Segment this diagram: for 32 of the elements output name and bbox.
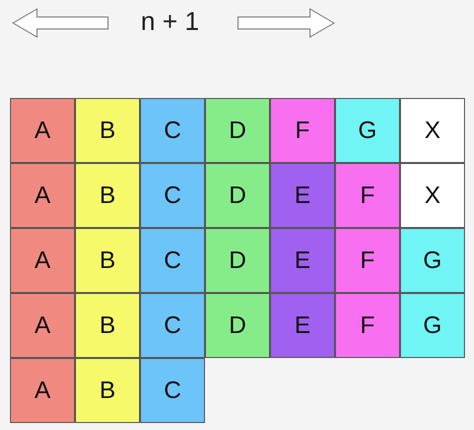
grid-cell: B [75, 293, 140, 358]
grid-cell: C [140, 163, 205, 228]
grid-cell: C [140, 293, 205, 358]
grid-cell: A [10, 228, 75, 293]
grid-cell: G [335, 98, 400, 163]
grid-cell: D [205, 163, 270, 228]
grid-cell: F [335, 228, 400, 293]
grid-cell: G [400, 228, 465, 293]
grid-cell: A [10, 358, 75, 423]
grid-cell: C [140, 98, 205, 163]
grid-cell: E [270, 163, 335, 228]
grid-cell: F [335, 163, 400, 228]
grid-cell: C [140, 358, 205, 423]
grid-cell: X [400, 98, 465, 163]
grid-cell: F [270, 98, 335, 163]
grid-cell: B [75, 358, 140, 423]
grid-cell: G [400, 293, 465, 358]
grid-cell: B [75, 228, 140, 293]
grid-cell: A [10, 98, 75, 163]
grid-cell: E [270, 228, 335, 293]
grid-cell: B [75, 98, 140, 163]
grid-cell: D [205, 228, 270, 293]
grid-cell: X [400, 163, 465, 228]
grid-cell: B [75, 163, 140, 228]
grid-cell: A [10, 293, 75, 358]
grid-cell: D [205, 98, 270, 163]
grid-cell: F [335, 293, 400, 358]
grid-cell: A [10, 163, 75, 228]
grid-cell: E [270, 293, 335, 358]
heading-label: n + 1 [140, 6, 200, 37]
grid-cell: D [205, 293, 270, 358]
grid-cell: C [140, 228, 205, 293]
